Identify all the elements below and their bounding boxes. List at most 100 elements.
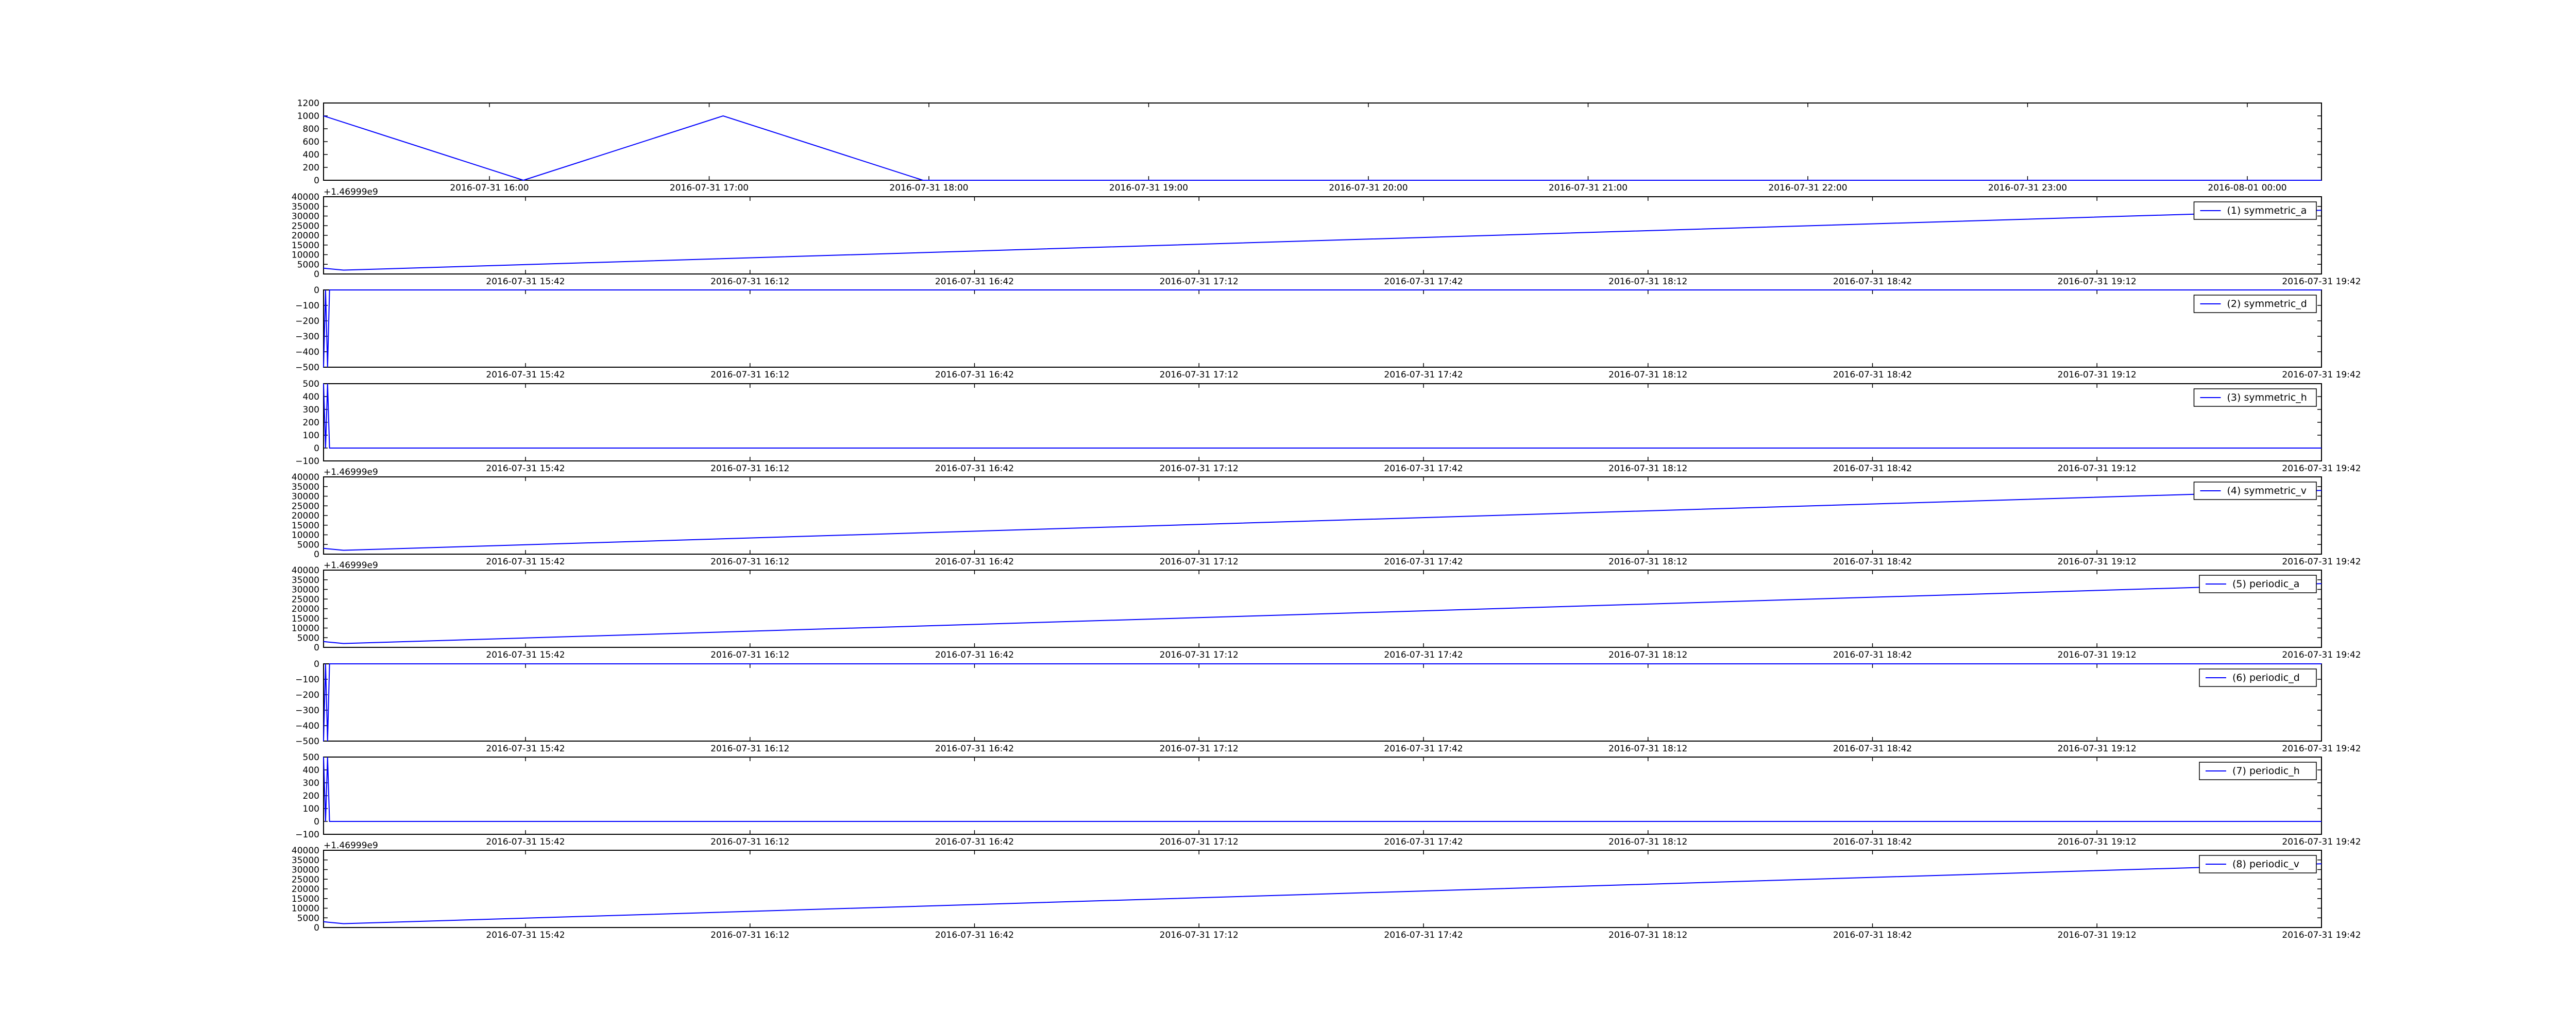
- y-tick-label: 1200: [297, 98, 319, 109]
- y-tick-label: 200: [303, 791, 319, 801]
- series-line: [323, 583, 2322, 644]
- subplot-9: 0500010000150002000025000300003500040000…: [292, 840, 2361, 940]
- series-line: [323, 383, 2321, 449]
- y-tick-label: 40000: [292, 846, 319, 856]
- x-tick-label: 2016-07-31 17:42: [1384, 930, 1463, 940]
- x-tick-label: 2016-07-31 16:12: [710, 650, 789, 660]
- y-tick-label: −300: [295, 706, 319, 716]
- y-tick-label: 0: [314, 817, 319, 827]
- axes-frame: [323, 383, 2322, 461]
- x-tick-label: 2016-07-31 16:42: [935, 744, 1014, 754]
- axes-frame: [323, 850, 2322, 928]
- legend-label: (5) periodic_a: [2232, 578, 2299, 590]
- y-tick-label: 20000: [292, 884, 319, 895]
- y-tick-label: 25000: [292, 221, 319, 231]
- y-tick-label: 40000: [292, 192, 319, 202]
- x-tick-label: 2016-07-31 22:00: [1768, 183, 1847, 193]
- x-tick-label: 2016-07-31 16:12: [710, 277, 789, 287]
- y-tick-label: 40000: [292, 472, 319, 483]
- x-tick-label: 2016-07-31 23:00: [1988, 183, 2067, 193]
- y-tick-label: 300: [303, 778, 319, 788]
- axes-frame: [323, 289, 2322, 368]
- x-tick-label: 2016-07-31 15:42: [486, 370, 565, 380]
- x-tick-label: 2016-07-31 18:42: [1833, 744, 1912, 754]
- x-tick-label: 2016-07-31 17:12: [1160, 650, 1239, 660]
- x-tick-label: 2016-07-31 16:42: [935, 277, 1014, 287]
- y-tick-label: 35000: [292, 855, 319, 866]
- y-tick-label: 0: [314, 550, 319, 560]
- legend-label: (2) symmetric_d: [2227, 298, 2307, 310]
- x-tick-label: 2016-07-31 17:12: [1160, 370, 1239, 380]
- y-tick-label: 5000: [297, 913, 319, 923]
- x-tick-label: 2016-07-31 17:12: [1160, 744, 1239, 754]
- legend-label: (8) periodic_v: [2232, 859, 2299, 870]
- y-tick-label: 0: [314, 643, 319, 653]
- y-tick-label: 30000: [292, 212, 319, 222]
- offset-text: +1.46999e9: [324, 840, 378, 851]
- x-tick-label: 2016-07-31 18:12: [1608, 557, 1687, 567]
- x-tick-label: 2016-07-31 17:12: [1160, 930, 1239, 940]
- y-tick-label: −100: [295, 830, 319, 840]
- x-tick-label: 2016-07-31 20:00: [1329, 183, 1408, 193]
- y-tick-label: −200: [295, 316, 319, 327]
- y-tick-label: 5000: [297, 540, 319, 550]
- y-tick-label: 25000: [292, 501, 319, 511]
- axes-frame: [323, 476, 2322, 555]
- x-tick-label: 2016-07-31 18:12: [1608, 837, 1687, 847]
- x-tick-label: 2016-07-31 18:12: [1608, 370, 1687, 380]
- x-tick-label: 2016-07-31 18:42: [1833, 464, 1912, 474]
- x-tick-label: 2016-07-31 17:00: [670, 183, 749, 193]
- x-tick-label: 2016-07-31 18:12: [1608, 277, 1687, 287]
- x-tick-label: 2016-07-31 18:12: [1608, 930, 1687, 940]
- x-tick-label: 2016-07-31 19:42: [2282, 744, 2361, 754]
- y-tick-label: 0: [314, 923, 319, 933]
- x-tick-label: 2016-07-31 17:42: [1384, 277, 1463, 287]
- offset-text: +1.46999e9: [324, 187, 378, 197]
- x-tick-label: 2016-08-01 00:00: [2208, 183, 2286, 193]
- x-tick-label: 2016-07-31 16:42: [935, 557, 1014, 567]
- x-tick-label: 2016-07-31 18:42: [1833, 277, 1912, 287]
- series-line: [323, 490, 2322, 551]
- y-tick-label: 25000: [292, 594, 319, 605]
- y-tick-label: 1000: [297, 111, 319, 122]
- x-tick-label: 2016-07-31 16:00: [450, 183, 529, 193]
- x-tick-label: 2016-07-31 17:12: [1160, 277, 1239, 287]
- y-tick-label: 400: [303, 150, 319, 160]
- y-tick-label: −300: [295, 332, 319, 342]
- y-tick-label: 0: [314, 176, 319, 186]
- x-tick-label: 2016-07-31 19:42: [2282, 930, 2361, 940]
- y-tick-label: 10000: [292, 250, 319, 261]
- axes-frame: [323, 757, 2322, 835]
- y-tick-label: 400: [303, 765, 319, 776]
- legend-label: (6) periodic_d: [2232, 672, 2300, 683]
- x-tick-label: 2016-07-31 16:12: [710, 837, 789, 847]
- y-tick-label: −400: [295, 721, 319, 731]
- x-tick-label: 2016-07-31 15:42: [486, 744, 565, 754]
- y-tick-label: 15000: [292, 521, 319, 531]
- x-tick-label: 2016-07-31 16:12: [710, 557, 789, 567]
- x-tick-label: 2016-07-31 19:42: [2282, 370, 2361, 380]
- y-tick-label: 10000: [292, 624, 319, 634]
- y-tick-label: 0: [314, 659, 319, 670]
- x-tick-label: 2016-07-31 15:42: [486, 557, 565, 567]
- axes-frame: [323, 196, 2322, 274]
- y-tick-label: 20000: [292, 604, 319, 614]
- axes-frame: [323, 102, 2322, 181]
- x-tick-label: 2016-07-31 15:42: [486, 930, 565, 940]
- offset-text: +1.46999e9: [324, 467, 378, 477]
- y-tick-label: 30000: [292, 492, 319, 502]
- x-tick-label: 2016-07-31 17:42: [1384, 650, 1463, 660]
- x-tick-label: 2016-07-31 15:42: [486, 464, 565, 474]
- y-tick-label: 200: [303, 418, 319, 428]
- y-tick-label: 400: [303, 392, 319, 402]
- x-tick-label: 2016-07-31 19:42: [2282, 650, 2361, 660]
- series-line: [323, 663, 2321, 742]
- y-tick-label: 500: [303, 752, 319, 763]
- legend-label: (4) symmetric_v: [2227, 485, 2307, 496]
- x-tick-label: 2016-07-31 18:42: [1833, 650, 1912, 660]
- y-tick-label: 0: [314, 443, 319, 454]
- y-tick-label: 10000: [292, 530, 319, 541]
- x-tick-label: 2016-07-31 18:42: [1833, 837, 1912, 847]
